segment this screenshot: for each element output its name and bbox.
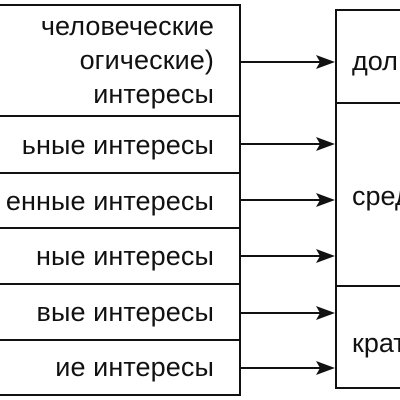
arrowhead-1 <box>316 55 335 69</box>
left-box-6: ие интересы <box>0 339 241 396</box>
arrowhead-6 <box>316 361 335 375</box>
left-box-4-label: ные интересы <box>35 241 214 271</box>
arrowhead-4 <box>316 249 335 263</box>
left-box-1-line-3: интересы <box>93 79 214 109</box>
arrowhead-3 <box>316 193 335 207</box>
left-box-2-label: ьные интересы <box>21 130 214 160</box>
left-box-5-label: вые интересы <box>36 297 214 327</box>
left-box-1: человеческие огические) интересы <box>0 4 241 117</box>
left-box-3: енные интересы <box>0 172 241 229</box>
left-box-1-line-1: человеческие <box>40 11 214 41</box>
left-box-1-line-2: огические) <box>79 45 214 75</box>
right-box-3: крат <box>335 285 400 389</box>
left-box-4: ные интересы <box>0 227 241 285</box>
arrowhead-5 <box>316 306 335 320</box>
left-box-6-label: ие интересы <box>55 352 214 382</box>
right-box-2-label: сред <box>352 181 400 211</box>
left-box-2: ьные интересы <box>0 115 241 174</box>
right-box-3-label: крат <box>352 328 400 358</box>
left-box-3-label: енные интересы <box>5 186 214 216</box>
arrowhead-2 <box>316 137 335 151</box>
right-box-1: дол <box>335 9 400 104</box>
right-box-1-label: дол <box>352 46 398 76</box>
right-box-2: сред <box>335 102 400 287</box>
